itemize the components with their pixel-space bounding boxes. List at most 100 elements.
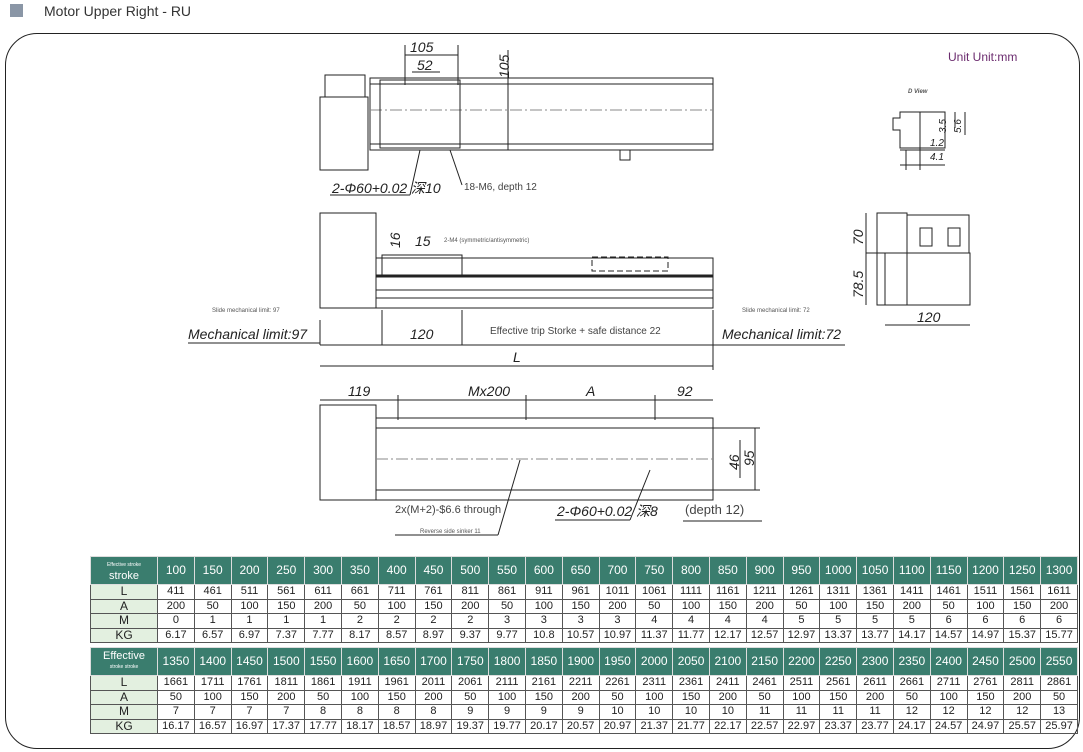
value-cell: 12 [966,704,1005,720]
value-cell: 25.57 [1003,718,1042,734]
stroke-cell: 2150 [745,647,784,676]
value-cell: 4 [672,613,710,629]
bottom-view-drawing [319,395,762,536]
value-cell: 150 [377,689,416,705]
value-cell: 4 [635,613,674,629]
value-cell: 2111 [488,675,526,691]
value-cell: 1111 [672,584,710,600]
value-cell: 5 [782,613,821,629]
stroke-cell: 2200 [782,647,821,676]
value-cell: 1211 [745,584,784,600]
value-cell: 5 [856,613,894,629]
value-cell: 15.77 [1040,627,1078,643]
value-cell: 10 [672,704,710,720]
dim-92: 92 [677,383,693,399]
value-cell: 150 [1003,598,1042,614]
stroke-cell: 2100 [708,647,747,676]
value-cell: 2861 [1040,675,1078,691]
value-cell: 611 [304,584,342,600]
value-cell: 23.77 [856,718,894,734]
stroke-cell: 850 [708,556,747,585]
stroke-cell: 1500 [267,647,306,676]
value-cell: 100 [230,598,269,614]
value-cell: 411 [157,584,195,600]
stroke-cell: 1750 [451,647,490,676]
stroke-cell: 900 [745,556,784,585]
value-cell: 50 [451,689,490,705]
value-cell: 150 [524,689,563,705]
value-cell: 4 [745,613,784,629]
dim-105-vertical: 105 [496,54,512,78]
value-cell: 12.97 [782,627,821,643]
value-cell: 1 [304,613,342,629]
value-cell: 8 [340,704,379,720]
value-cell: 1761 [230,675,269,691]
value-cell: 2511 [782,675,821,691]
stroke-cell: 1950 [598,647,637,676]
value-cell: 200 [157,598,195,614]
value-cell: 2 [451,613,490,629]
value-cell: 1861 [304,675,342,691]
value-cell: 21.37 [635,718,674,734]
value-cell: 9.77 [488,627,526,643]
depth-note: (depth 12) [685,502,745,517]
dim-mx200: Mx200 [468,383,511,399]
value-cell: 24.57 [929,718,968,734]
value-cell: 2261 [598,675,637,691]
stroke-cell: 1600 [340,647,379,676]
sinker-note: Reverse side sinker 11 [420,529,481,535]
value-cell: 17.77 [304,718,342,734]
value-cell: 22.57 [745,718,784,734]
stroke-cell: 700 [598,556,637,585]
stroke-cell: 450 [414,556,453,585]
value-cell: 9 [561,704,600,720]
value-cell: 7 [230,704,269,720]
value-cell: 7 [267,704,306,720]
mech-limit-left: Mechanical limit:97 [188,326,308,342]
value-cell: 23.37 [819,718,858,734]
header-square-icon [10,4,23,17]
value-cell: 11 [856,704,894,720]
row-label: A [90,598,158,614]
value-cell: 10.97 [598,627,637,643]
value-cell: 6.97 [230,627,269,643]
dim-119: 119 [348,383,371,399]
stroke-cell: 1350 [157,647,195,676]
value-cell: 1511 [966,584,1005,600]
dim-46: 46 [726,454,742,470]
value-cell: 20.17 [524,718,563,734]
value-cell: 461 [193,584,232,600]
value-cell: 711 [377,584,416,600]
stroke-cell: 650 [561,556,600,585]
stroke-cell: 2000 [635,647,674,676]
value-cell: 20.97 [598,718,637,734]
value-cell: 150 [856,598,894,614]
value-cell: 2611 [856,675,894,691]
dim-105-horizontal: 105 [410,39,434,55]
value-cell: 3 [524,613,563,629]
value-cell: 200 [745,598,784,614]
value-cell: 13.37 [819,627,858,643]
value-cell: 561 [267,584,306,600]
value-cell: 13.77 [856,627,894,643]
value-cell: 6.17 [157,627,195,643]
value-cell: 10 [598,704,637,720]
value-cell: 11 [819,704,858,720]
mech-limit-right: Mechanical limit:72 [722,326,842,342]
value-cell: 1 [267,613,306,629]
value-cell: 24.97 [966,718,1005,734]
dim-15: 15 [415,233,431,249]
value-cell: 1611 [1040,584,1078,600]
value-cell: 200 [708,689,747,705]
value-cell: 50 [1040,689,1078,705]
value-cell: 7 [193,704,232,720]
dim-70: 70 [850,229,866,245]
stroke-cell: 1300 [1040,556,1078,585]
stroke-cell: 1450 [230,647,269,676]
